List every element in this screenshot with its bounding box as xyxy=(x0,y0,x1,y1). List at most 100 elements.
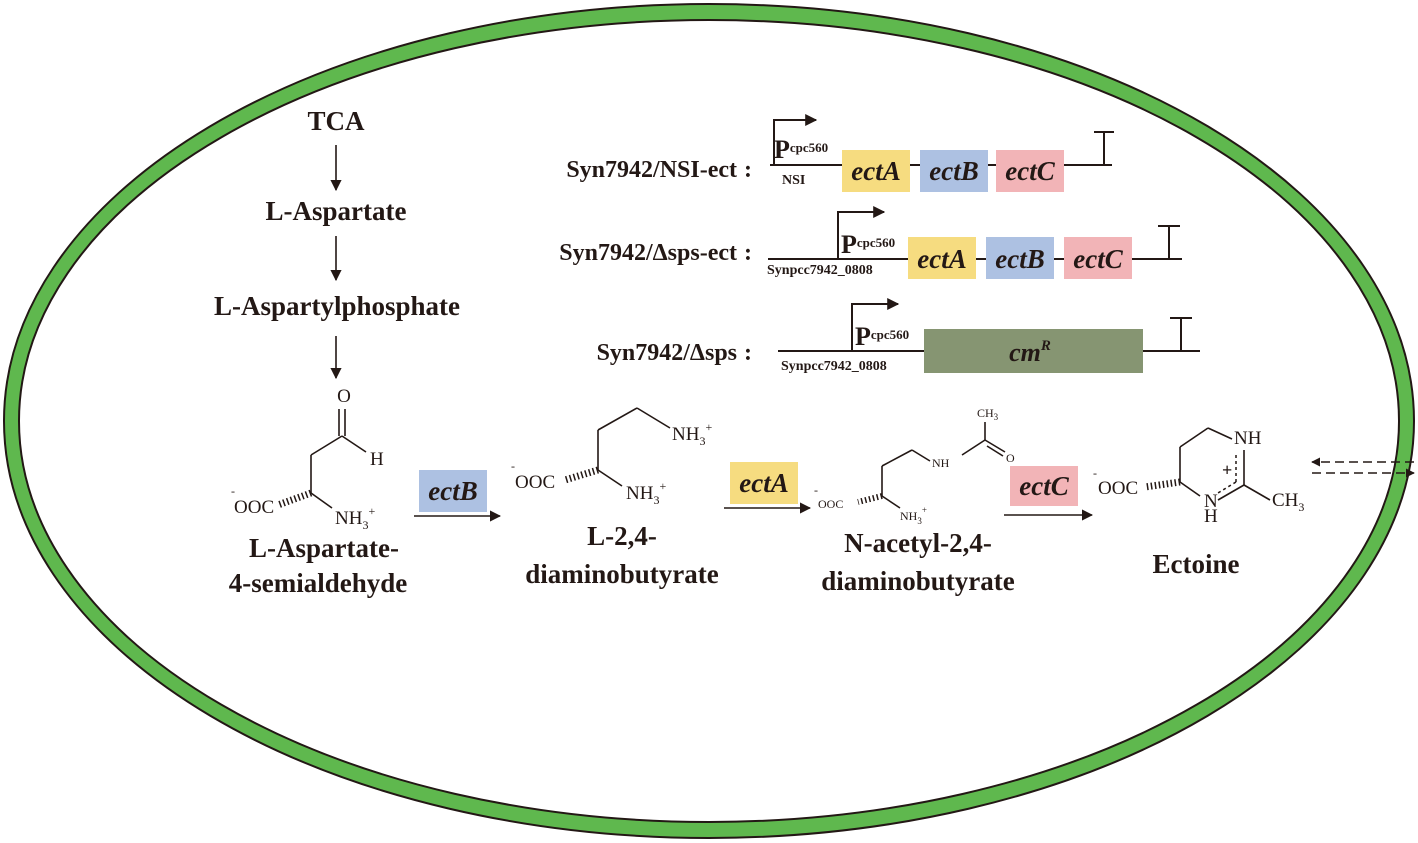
m1-amine-sub: 3 xyxy=(362,518,368,532)
m3-amine-plus: + xyxy=(922,505,927,515)
m1-amine-nh: NH xyxy=(335,508,363,529)
m3-hash-wedge xyxy=(857,493,883,505)
construct-2-terminator-icon xyxy=(1158,225,1180,259)
construct-2-locus: Synpcc7942_0808 xyxy=(767,263,873,278)
upstream-pathway: TCA L-Aspartate L-Aspartylphosphate xyxy=(214,106,460,380)
m3-bond-cn xyxy=(961,439,986,456)
reaction-ectb: ectB xyxy=(414,470,502,522)
m2-amine-top-sub: 3 xyxy=(699,434,705,448)
construct-3-marker: cmR xyxy=(1009,338,1051,367)
m4-methyl-sub: 3 xyxy=(1298,500,1304,514)
molecule-aspartate-semialdehyde: O H - OOC NH3+ L-Aspartate- 4-semialdehy… xyxy=(229,386,408,598)
m1-bond-ch2 xyxy=(310,435,343,456)
molecule-ectoine: NH N H + CH3 - OOC Ectoine xyxy=(1093,427,1304,579)
construct-1-gene-ectb: ectB xyxy=(929,156,978,186)
m2-amine-bottom-plus: + xyxy=(659,479,666,493)
construct-2-gene-ectb-box xyxy=(986,237,1054,279)
m2-charge-minus: - xyxy=(511,459,515,473)
enzyme-ectc-box xyxy=(1010,466,1078,506)
molecule-dab: NH3+ - OOC NH3+ L-2,4- diaminobutyrate xyxy=(511,407,719,589)
reaction-ecta: ectA xyxy=(724,462,812,514)
m3-bond-ch2 xyxy=(881,449,913,467)
m2-bond-b xyxy=(636,407,671,429)
dab-label-line2: diaminobutyrate xyxy=(525,559,719,589)
m3-oxygen: O xyxy=(1006,451,1015,465)
construct-3-promoter-arrow xyxy=(851,298,900,351)
nadab-label-line2: diaminobutyrate xyxy=(821,566,1015,596)
construct-3-strain: Syn7942/Δsps xyxy=(597,340,737,366)
m1-hash-wedge xyxy=(276,489,313,509)
m4-hash-wedge xyxy=(1144,478,1181,491)
enzyme-ecta-box xyxy=(730,462,798,504)
m3-methyl: CH3 xyxy=(977,406,999,422)
m1-oxygen: O xyxy=(337,386,351,407)
reaction-ectc: ectC xyxy=(1004,466,1094,521)
m3-charge-minus: - xyxy=(814,483,818,497)
aspartate-label: L-Aspartate xyxy=(266,196,407,226)
cell-membrane xyxy=(3,3,1415,839)
construct-2-promoter-main: P xyxy=(841,230,857,259)
m2-bond-d xyxy=(597,469,623,487)
construct-1-strain: Syn7942/NSI-ect xyxy=(566,157,737,183)
m1-amine: NH3+ xyxy=(335,504,375,532)
construct-2-gene-ecta-box xyxy=(908,237,976,279)
construct-2-promoter: Pcpc560 xyxy=(841,230,895,259)
construct-1-promoter-sub: cpc560 xyxy=(790,140,828,155)
molecule-nadab: CH3 O NH - OOC NH3+ N-acetyl-2,4- diamin… xyxy=(814,406,1015,596)
m2-hash-wedge xyxy=(563,466,600,484)
m2-amine-top-plus: + xyxy=(705,420,712,434)
m4-bond-methyl xyxy=(1243,484,1271,501)
enzyme-ectb-box xyxy=(419,470,487,512)
m3-methyl-sub: 3 xyxy=(994,412,999,422)
construct-1-gene-ectc-box xyxy=(996,150,1064,192)
m2-bond-a xyxy=(597,407,638,431)
construct-2-strain: Syn7942/Δsps-ect xyxy=(559,240,737,266)
m3-amine: NH3+ xyxy=(900,505,927,526)
transport-arrows xyxy=(1311,457,1415,478)
construct-3-promoter-main: P xyxy=(855,322,871,351)
construct-3-terminator-icon xyxy=(1170,317,1192,351)
m3-methyl-ch: CH xyxy=(977,406,994,420)
construct-3-locus: Synpcc7942_0808 xyxy=(781,359,887,374)
m3-bond-co-b xyxy=(986,445,1004,457)
m2-amine-top-nh: NH xyxy=(672,424,700,445)
m3-carboxylate: OOC xyxy=(818,497,843,511)
m1-bond-n xyxy=(310,492,333,509)
m4-ring-nh: NH xyxy=(1234,428,1262,449)
m4-ring-n-h: H xyxy=(1204,506,1218,527)
m2-amine-bottom: NH3+ xyxy=(626,479,666,507)
m1-charge-minus: - xyxy=(231,484,235,498)
construct-2-gene-ectb: ectB xyxy=(995,244,1044,274)
m3-bond-co-a xyxy=(984,439,1006,453)
construct-sps-ect: Syn7942/Δsps-ect : Pcpc560 Synpcc7942_08… xyxy=(559,206,1182,279)
construct-1-colon: : xyxy=(744,157,752,183)
construct-2-gene-ectc-box xyxy=(1064,237,1132,279)
construct-nsi-ect: Syn7942/NSI-ect : Pcpc560 NSI ectA ectB … xyxy=(566,114,1114,192)
construct-3-promoter-sub: cpc560 xyxy=(871,327,909,342)
construct-2-promoter-sub: cpc560 xyxy=(857,235,895,250)
m1-carboxylate: OOC xyxy=(234,497,274,518)
construct-1-gene-ectb-box xyxy=(920,150,988,192)
m4-charge-minus: - xyxy=(1093,466,1097,480)
m3-bond-nc xyxy=(911,449,931,462)
m3-bond-n xyxy=(881,495,901,509)
m4-ring-bond-6 xyxy=(1179,481,1201,497)
construct-3-marker-main: cm xyxy=(1009,338,1041,367)
m1-amine-plus: + xyxy=(368,504,375,518)
ectoine-label: Ectoine xyxy=(1153,549,1240,579)
semialdehyde-label-line1: L-Aspartate- xyxy=(249,533,399,563)
m4-methyl: CH3 xyxy=(1272,490,1304,514)
construct-1-gene-ecta: ectA xyxy=(851,156,900,186)
m2-amine-top: NH3+ xyxy=(672,420,712,448)
construct-1-promoter: Pcpc560 xyxy=(774,135,828,164)
construct-1-gene-ecta-box xyxy=(842,150,910,192)
m4-ring-bond-3 xyxy=(1207,427,1233,440)
aspartylphosphate-label: L-Aspartylphosphate xyxy=(214,291,460,321)
construct-1-locus: NSI xyxy=(782,173,805,188)
construct-1-promoter-arrow xyxy=(773,114,818,165)
construct-1-gene-ectc: ectC xyxy=(1005,156,1055,186)
dab-label-line1: L-2,4- xyxy=(587,521,657,551)
m4-charge-plus: + xyxy=(1222,460,1232,480)
nadab-label-line1: N-acetyl-2,4- xyxy=(844,528,992,558)
m1-bond-ch xyxy=(341,435,367,453)
